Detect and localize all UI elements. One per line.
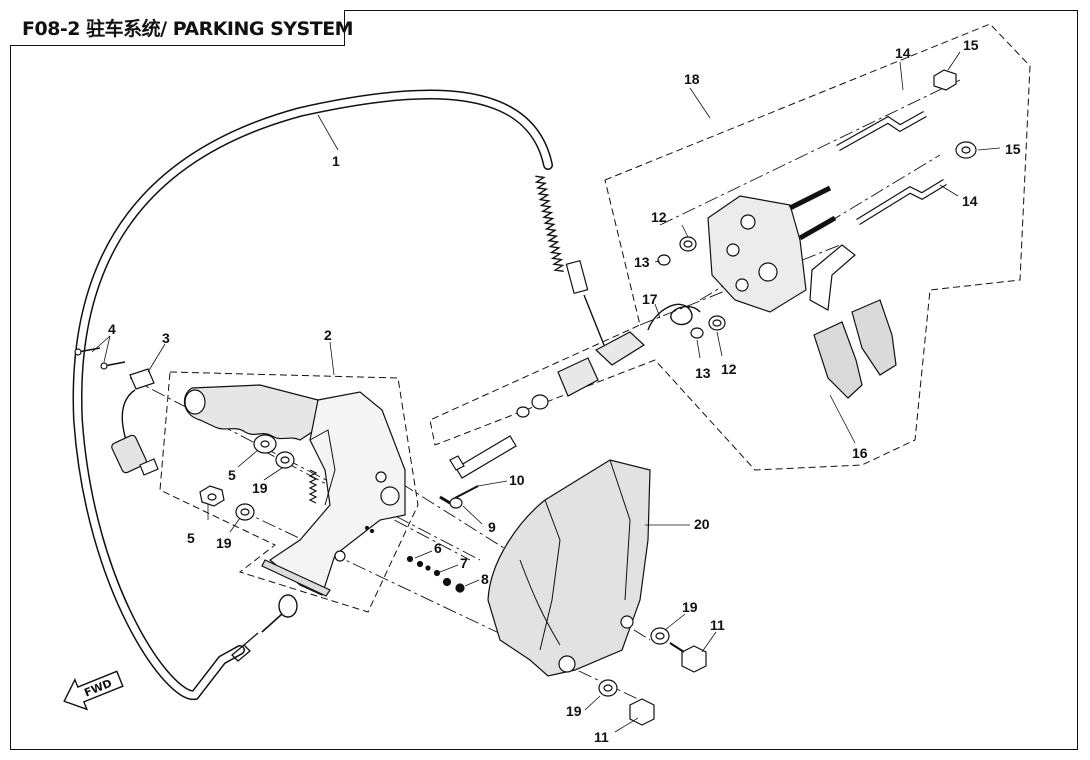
callout-2: 2	[324, 327, 332, 343]
callout-15a: 15	[963, 37, 979, 53]
callout-9: 9	[488, 519, 496, 535]
cable-spring	[534, 175, 565, 273]
title-block: F08-2 驻车系统/ PARKING SYSTEM	[10, 10, 354, 46]
parking-switch	[74, 347, 159, 476]
assembly-outline-2	[159, 371, 419, 613]
washer-19a	[275, 451, 295, 469]
clip-13b	[690, 327, 704, 339]
callout-6: 6	[434, 540, 442, 556]
fwd-arrow: FWD	[63, 670, 124, 711]
lever-spring	[308, 469, 318, 504]
callout-13b: 13	[695, 365, 711, 381]
page-title: F08-2 驻车系统/ PARKING SYSTEM	[22, 18, 354, 40]
slide-pins	[788, 69, 977, 241]
leader-lines	[91, 51, 1001, 733]
callout-10: 10	[509, 472, 525, 488]
callout-8: 8	[481, 571, 489, 587]
bushing-15a	[933, 69, 957, 91]
cable-yoke	[594, 331, 645, 366]
cable-eyelet	[278, 594, 298, 618]
drawing-frame	[10, 10, 1078, 750]
callout-19d: 19	[566, 703, 582, 719]
pin-9-10	[439, 485, 479, 509]
lever-body	[268, 391, 406, 596]
callout-11b: 11	[594, 729, 609, 745]
callout-12b: 12	[721, 361, 737, 377]
brake-lever	[183, 384, 406, 597]
ring-12a	[679, 236, 697, 252]
actuator-cam	[557, 357, 599, 397]
ring-12b	[708, 315, 726, 331]
assembly-outlines	[159, 23, 1031, 613]
washer-5a	[253, 434, 277, 454]
pad-spring	[809, 244, 856, 311]
callout-19c: 19	[682, 599, 698, 615]
brake-pad-a	[813, 321, 863, 399]
callout-19b: 19	[216, 535, 232, 551]
bolt-11a	[681, 645, 707, 673]
bolt-11b	[629, 698, 655, 726]
return-spring-17	[647, 303, 701, 331]
clip-13a	[657, 254, 671, 266]
callout-12a: 12	[651, 209, 667, 225]
callout-1: 1	[332, 153, 340, 169]
callout-20: 20	[694, 516, 710, 532]
adjuster-bolt	[455, 435, 517, 479]
callout-16: 16	[852, 445, 868, 461]
callout-17: 17	[642, 291, 658, 307]
washer-19c	[650, 627, 670, 645]
cable-lower-fitting	[231, 632, 259, 662]
callout-5a: 5	[228, 467, 236, 483]
brake-cable	[72, 89, 605, 701]
bushing-15b	[955, 141, 977, 159]
callout-5b: 5	[187, 530, 195, 546]
washer-19d	[598, 679, 618, 697]
left-washers	[199, 434, 295, 521]
washer-19b	[235, 503, 255, 521]
cable-end-fitting	[565, 259, 589, 295]
cover-20	[487, 459, 651, 677]
callout-18: 18	[684, 71, 700, 87]
nut-5b	[199, 485, 225, 507]
callout-11a: 11	[710, 617, 725, 633]
callout-14a: 14	[895, 45, 911, 61]
lever-grip	[183, 384, 319, 441]
caliper-small-parts	[449, 236, 726, 479]
small-clips	[364, 525, 465, 593]
callouts: 1 2 3 4 5 5 19 19 6 7 8 9 10 20 19 11 19…	[108, 37, 1021, 745]
callout-3: 3	[162, 330, 170, 346]
caliper-18	[707, 195, 897, 399]
callout-13a: 13	[634, 254, 650, 270]
callout-19a: 19	[252, 480, 268, 496]
brake-pad-b	[851, 299, 897, 376]
callout-15b: 15	[1005, 141, 1021, 157]
callout-4: 4	[108, 321, 116, 337]
bolts-11	[598, 627, 707, 726]
callout-7: 7	[460, 555, 468, 571]
callout-14b: 14	[962, 193, 978, 209]
assembly-outline-18	[429, 23, 1031, 471]
